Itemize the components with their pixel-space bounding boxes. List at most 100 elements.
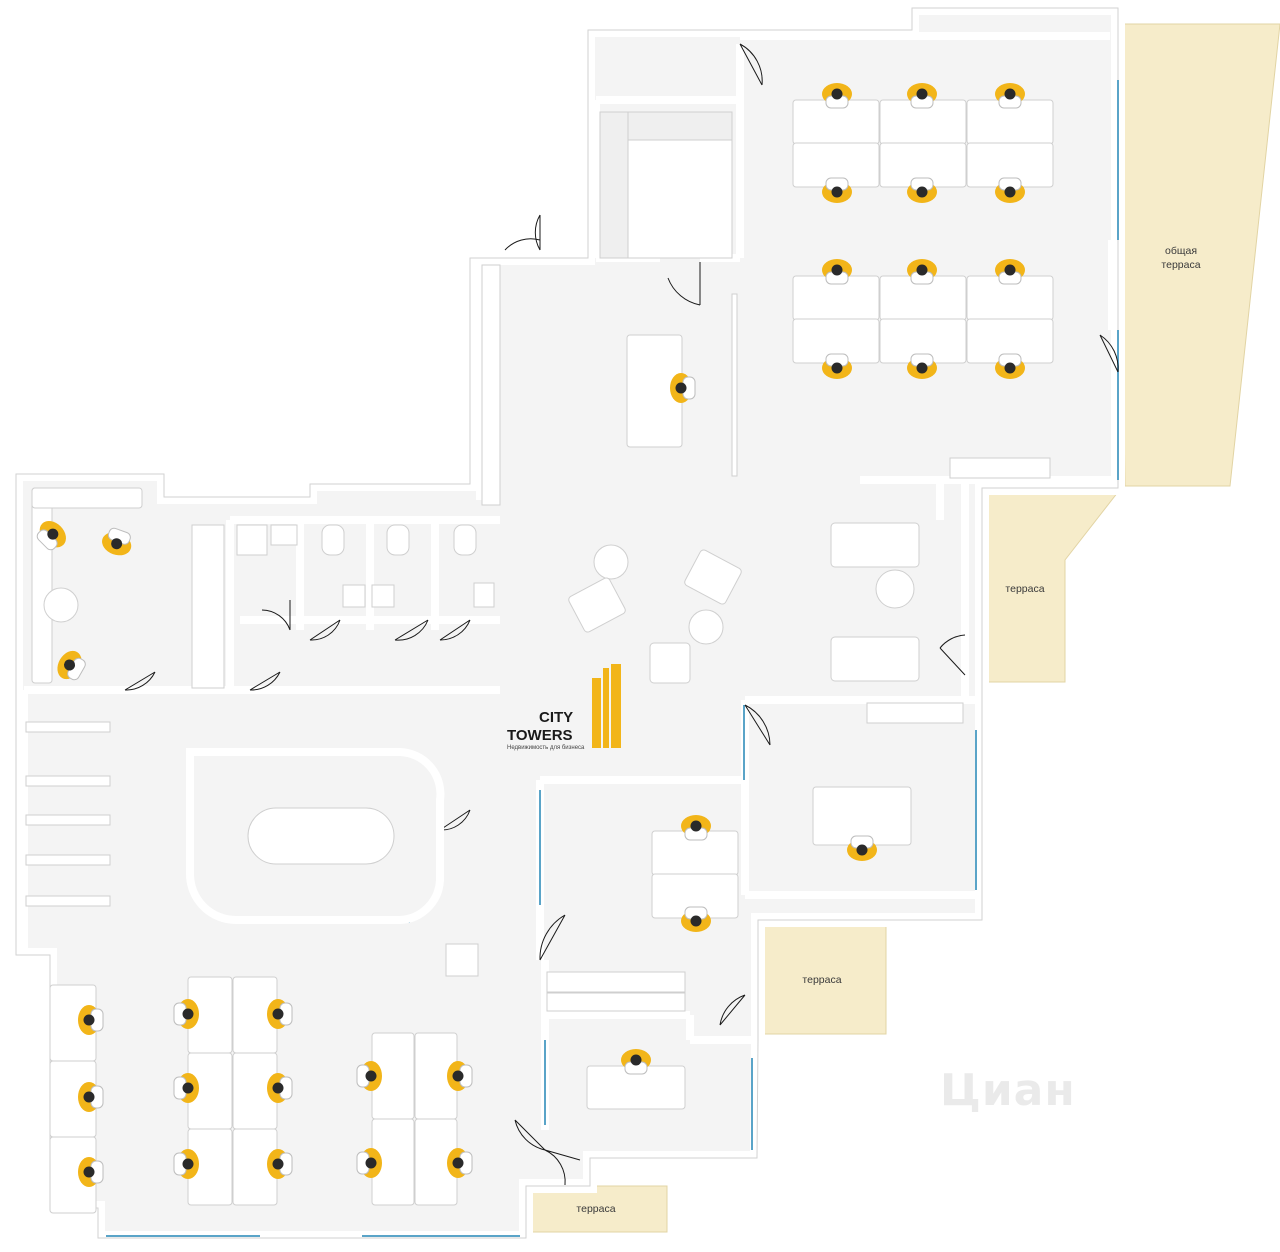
coat-rack — [25, 854, 111, 866]
coffee-table — [688, 609, 724, 645]
seated-person — [847, 835, 877, 861]
person-head — [182, 1158, 194, 1170]
seated-person — [36, 521, 66, 551]
terraces — [523, 23, 1280, 1233]
person-head — [856, 844, 868, 856]
shared-terrace — [1117, 23, 1280, 487]
coffee-table — [875, 569, 915, 609]
person-head — [83, 1091, 95, 1103]
shelving — [481, 264, 1051, 1012]
column — [445, 943, 479, 977]
seated-person — [78, 1005, 104, 1035]
armchair — [649, 642, 691, 684]
seated-person — [173, 999, 199, 1029]
person-head — [83, 1166, 95, 1178]
lounge-sofa — [31, 487, 143, 509]
logo-mark-bar-3 — [611, 664, 621, 748]
people — [36, 83, 1025, 1187]
armchair — [684, 549, 742, 605]
seated-person — [907, 83, 937, 109]
seated-person — [356, 1148, 382, 1178]
logo-mark-bar-2 — [603, 668, 609, 748]
person-head — [831, 264, 843, 276]
person-head — [365, 1157, 377, 1169]
partition — [731, 293, 738, 477]
seated-person — [447, 1148, 473, 1178]
wc — [453, 524, 477, 556]
seated-person — [267, 1149, 293, 1179]
shared-terrace-label-line2: терраса — [1161, 259, 1200, 271]
conference-table — [247, 807, 395, 865]
sink — [473, 582, 495, 608]
terrace-bottom-label: терраса — [576, 1203, 615, 1215]
terrace-middle — [757, 921, 887, 1035]
seated-person — [57, 650, 86, 681]
logo-tagline: Недвижимость для бизнеса — [507, 745, 585, 751]
person-head — [365, 1070, 377, 1082]
seated-person — [356, 1061, 382, 1091]
seated-person — [267, 999, 293, 1029]
seated-person — [995, 259, 1025, 285]
person-head — [111, 538, 123, 550]
seated-person — [173, 1149, 199, 1179]
seated-person — [907, 353, 937, 379]
seated-person — [102, 527, 132, 556]
person-head — [831, 88, 843, 100]
sink — [270, 524, 298, 546]
lounge-sofa — [31, 487, 53, 684]
person-head — [916, 362, 928, 374]
logo-mark-bar-1 — [592, 678, 601, 748]
seated-person — [822, 259, 852, 285]
seated-person — [621, 1049, 651, 1075]
seated-person — [995, 353, 1025, 379]
person-head — [272, 1158, 284, 1170]
person-head — [83, 1014, 95, 1026]
logo: CITY TOWERS Недвижимость для бизнеса — [507, 664, 621, 751]
meeting-room — [186, 748, 445, 924]
building-outline — [9, 1, 1125, 1245]
seated-person — [907, 177, 937, 203]
armchair — [568, 577, 626, 633]
coffee-table — [593, 544, 629, 580]
shower — [236, 524, 268, 556]
wc — [386, 524, 410, 556]
seated-person — [822, 83, 852, 109]
wc — [321, 524, 345, 556]
shared-terrace-label-line1: общая — [1165, 245, 1197, 257]
coat-rack — [25, 895, 111, 907]
person-head — [916, 186, 928, 198]
doors — [124, 43, 1119, 1186]
person-head — [182, 1008, 194, 1020]
watermark: Циан — [940, 1065, 1076, 1116]
person-head — [1004, 264, 1016, 276]
person-head — [64, 659, 76, 671]
person-head — [1004, 362, 1016, 374]
person-head — [675, 382, 687, 394]
seated-person — [995, 83, 1025, 109]
coat-rack — [25, 814, 111, 826]
person-head — [452, 1157, 464, 1169]
person-head — [47, 528, 59, 540]
logo-line1: CITY — [539, 709, 573, 726]
terrace-bottom — [523, 1185, 668, 1233]
terrace-east-label: терраса — [1005, 583, 1044, 595]
person-head — [272, 1082, 284, 1094]
person-head — [831, 362, 843, 374]
seated-person — [681, 815, 711, 841]
seated-person — [907, 259, 937, 285]
sofa — [830, 522, 920, 568]
wardrobe — [599, 111, 733, 259]
lounge-table — [43, 587, 79, 623]
glazing — [106, 80, 1119, 1237]
person-head — [630, 1054, 642, 1066]
seated-person — [78, 1082, 104, 1112]
person-head — [831, 186, 843, 198]
floor-plate — [9, 1, 1125, 1245]
person-head — [690, 915, 702, 927]
coat-rack — [25, 721, 111, 733]
terrace-east — [981, 491, 1120, 683]
person-head — [916, 88, 928, 100]
sofa — [830, 636, 920, 682]
sink — [371, 584, 395, 608]
kitchen-counter — [191, 524, 225, 689]
